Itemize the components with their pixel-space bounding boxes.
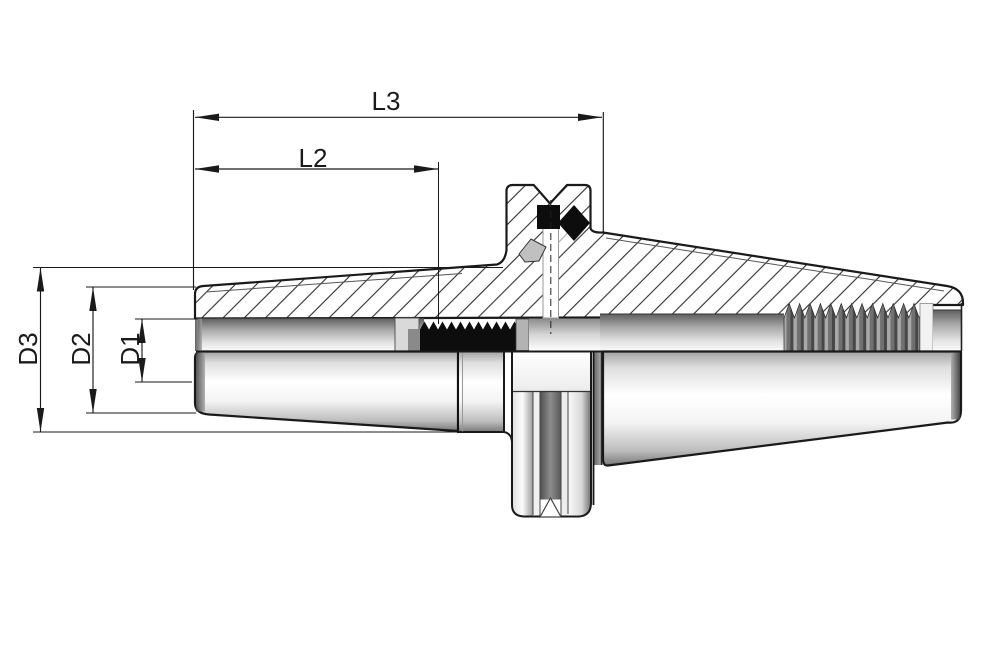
v-notch xyxy=(538,496,563,518)
dim-label-D3: D3 xyxy=(13,332,43,366)
flange-left-rim xyxy=(512,391,533,516)
neck-cylinder xyxy=(457,350,505,433)
set-screw-angled xyxy=(558,205,590,241)
chamfer-line-taper xyxy=(605,237,945,292)
taper-front-face xyxy=(593,352,603,465)
flange-right-rim xyxy=(568,391,591,515)
v-groove-flange xyxy=(503,352,592,518)
set-screw-vertical xyxy=(537,205,560,229)
dim-label-L2: L2 xyxy=(298,143,328,173)
dimensions xyxy=(33,110,604,433)
clamp-screw-threads xyxy=(420,321,528,351)
counterbore xyxy=(933,310,961,351)
dim-label-D1: D1 xyxy=(115,332,145,366)
chamfer-line-cone xyxy=(205,273,463,293)
v-groove-floor xyxy=(540,391,561,500)
dimension-D1 xyxy=(135,318,196,383)
lower-cone xyxy=(193,350,460,433)
pull-stud-threads xyxy=(783,302,920,352)
taper-shank-lower xyxy=(601,350,963,467)
section-hatch-region xyxy=(193,183,965,320)
coolant-plug xyxy=(518,238,547,263)
dim-label-L3: L3 xyxy=(371,86,401,116)
sectioned-upper-body xyxy=(193,183,965,320)
dimension-D2 xyxy=(86,286,196,414)
external-lower-body xyxy=(193,350,963,518)
flange-detail xyxy=(518,200,590,334)
dimension-L3 xyxy=(192,110,604,290)
dim-label-D2: D2 xyxy=(66,332,96,366)
thread-relief-groove xyxy=(919,303,934,352)
dimension-D3 xyxy=(33,267,503,433)
dimension-L2 xyxy=(195,162,439,324)
bore-section xyxy=(195,302,963,352)
